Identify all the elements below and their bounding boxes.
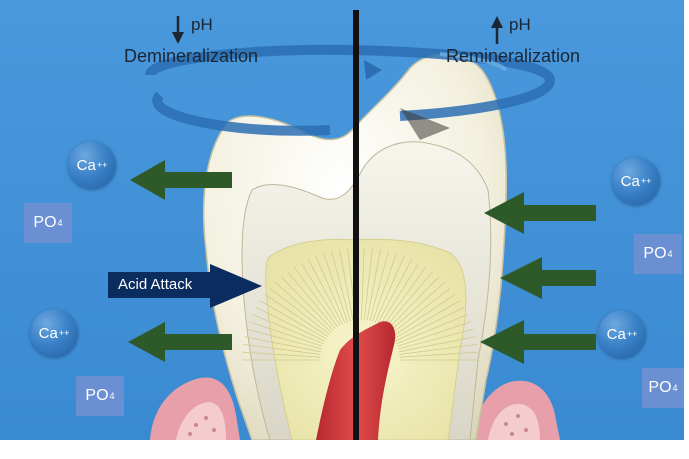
left-ph-label: pH	[191, 15, 213, 35]
right-margin	[684, 0, 689, 459]
calcium-symbol: Ca	[77, 157, 96, 174]
calcium-symbol: Ca	[607, 326, 626, 343]
phosphate-symbol: PO	[85, 387, 108, 405]
calcium-ion-left-bottom: Ca++	[30, 309, 78, 357]
demineralization-label: Demineralization	[124, 46, 258, 67]
phosphate-symbol: PO	[648, 379, 671, 397]
acid-attack-label: Acid Attack	[118, 276, 192, 293]
calcium-charge: ++	[627, 329, 638, 339]
calcium-symbol: Ca	[39, 325, 58, 342]
calcium-symbol: Ca	[621, 173, 640, 190]
calcium-ion-left-top: Ca++	[68, 141, 116, 189]
remineralization-label: Remineralization	[446, 46, 580, 67]
right-ph-label: pH	[509, 15, 531, 35]
phosphate-subscript: 4	[110, 391, 115, 401]
calcium-charge: ++	[59, 328, 70, 338]
phosphate-subscript: 4	[668, 249, 673, 259]
center-divider	[353, 10, 359, 440]
calcium-ion-right-top: Ca++	[612, 157, 660, 205]
bottom-margin	[0, 440, 689, 459]
calcium-charge: ++	[641, 176, 652, 186]
calcium-charge: ++	[97, 160, 108, 170]
phosphate-subscript: 4	[58, 218, 63, 228]
calcium-ion-right-bottom: Ca++	[598, 310, 646, 358]
phosphate-subscript: 4	[673, 383, 678, 393]
phosphate-symbol: PO	[33, 214, 56, 232]
phosphate-symbol: PO	[643, 245, 666, 263]
